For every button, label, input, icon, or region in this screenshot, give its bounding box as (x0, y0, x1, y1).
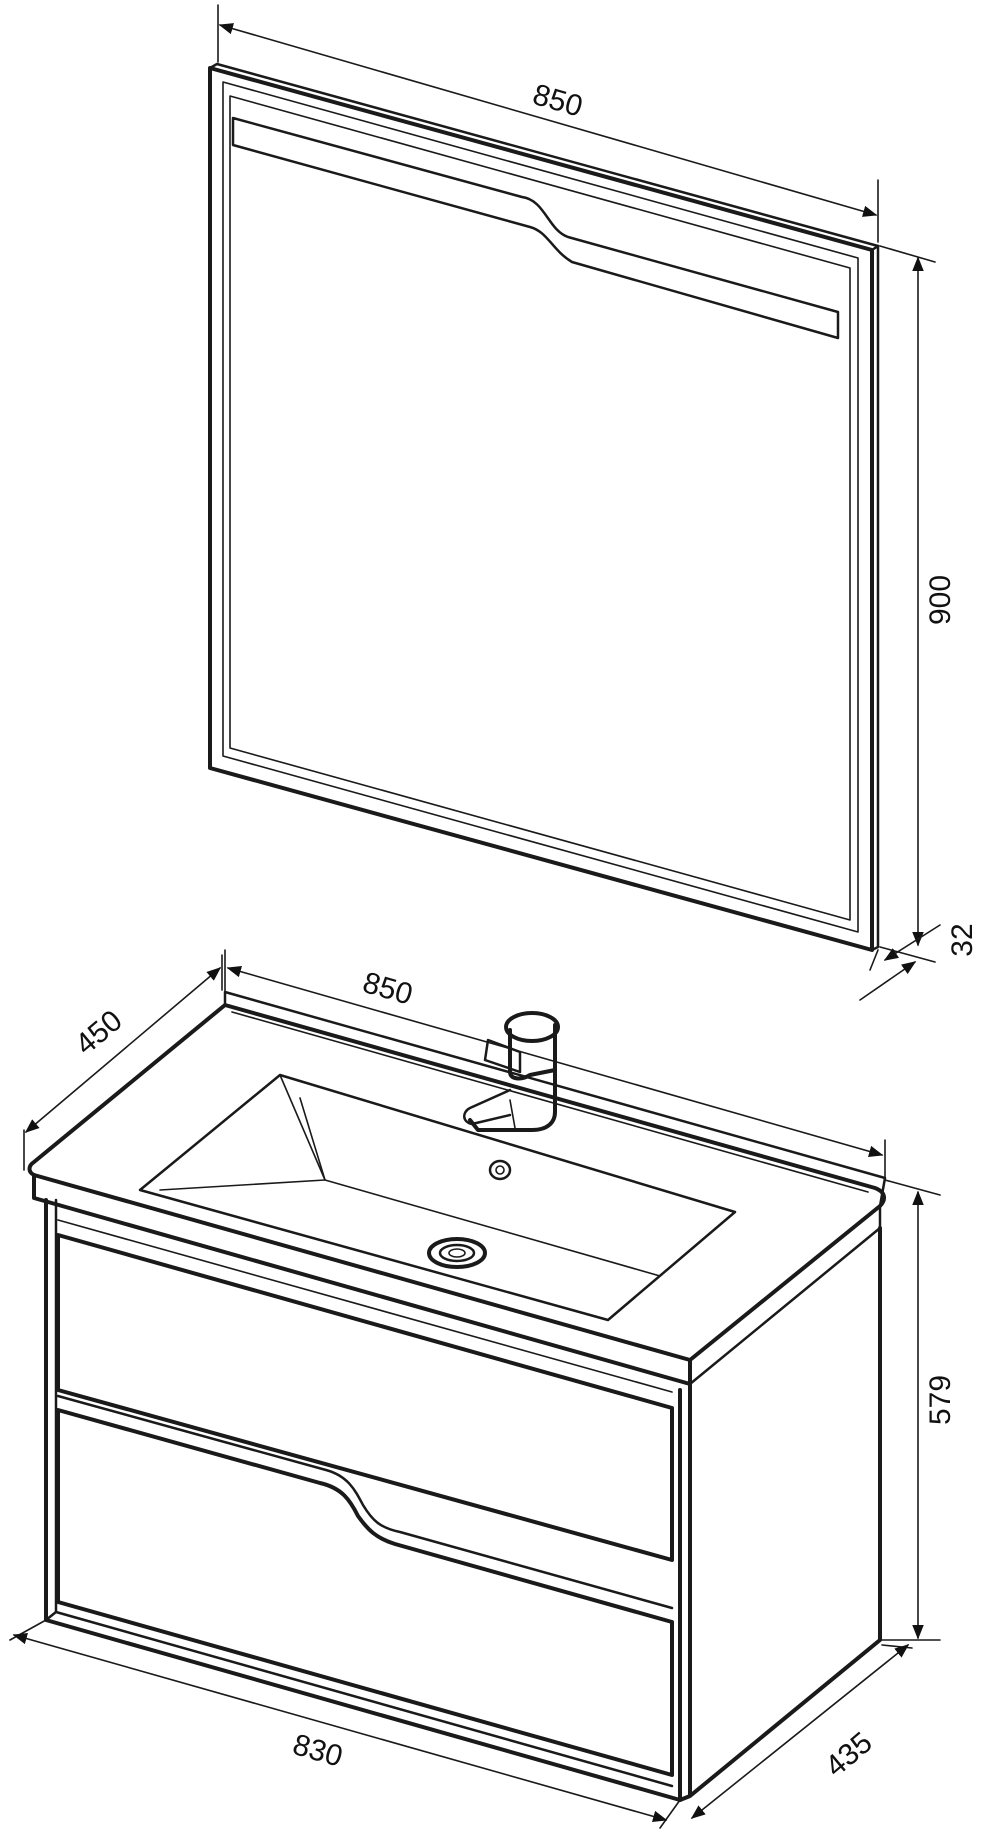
cabinet-width-label: 830 (289, 1728, 346, 1774)
mirror (208, 62, 880, 952)
mirror-outer-frame (208, 66, 874, 952)
overflow-hole-icon (488, 1159, 512, 1181)
dimension-lines (9, 4, 941, 1829)
basin-width-label: 850 (359, 966, 416, 1012)
cabinet-depth-label: 435 (819, 1726, 879, 1783)
bottom-drawer-front (56, 1408, 674, 1777)
drawer-handle-groove (56, 1394, 674, 1610)
cabinet-height-label: 579 (924, 1375, 957, 1425)
drain-icon (427, 1237, 487, 1269)
cabinet-side-panel (678, 1226, 882, 1802)
mirror-depth-label: 32 (946, 923, 979, 956)
top-drawer-front (56, 1233, 674, 1562)
faucet-icon (463, 1011, 560, 1132)
mirror-height-label: 900 (924, 575, 957, 625)
basin-front-edge (32, 1173, 692, 1386)
vanity (27, 990, 887, 1802)
mirror-side-edge (870, 244, 880, 952)
